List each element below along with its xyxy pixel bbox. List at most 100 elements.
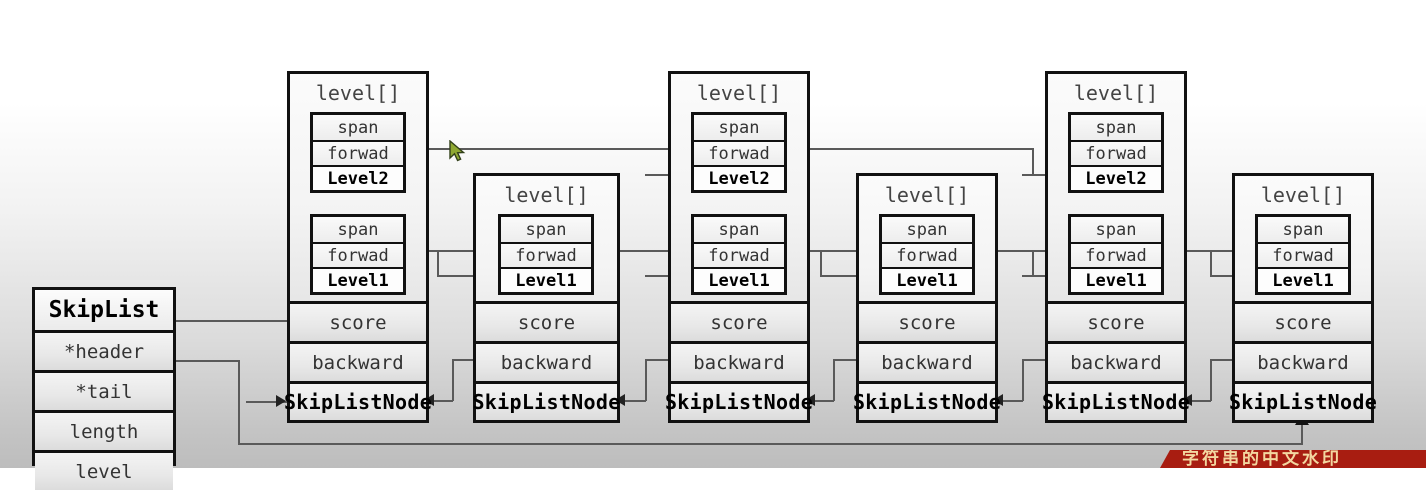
conn-tail-h1 (176, 360, 240, 362)
skiplistnode-4: level[] span forwad Level1 score backwar… (853, 173, 1001, 423)
conn-l1-n1-n2-h2 (437, 275, 492, 277)
node6-type: SkipListNode (1229, 381, 1377, 420)
conn-tail-v1 (238, 360, 240, 444)
watermark-text: 字符串的中文水印 (1182, 450, 1342, 468)
node2-level1-block: span forwad Level1 (498, 214, 594, 295)
skiplistnode-5: level[] span forwad Level2 span forwad L… (1042, 71, 1190, 423)
node1-l1-span: span (313, 217, 403, 242)
node1-l1-forward: forwad (313, 242, 403, 267)
conn-bw-n4-n3-h1 (833, 359, 860, 361)
conn-l1-n4-n5-h2 (1022, 275, 1062, 277)
skiplistnode-3: level[] span forwad Level2 span forwad L… (665, 71, 813, 423)
conn-l1-n5-n6 (1167, 250, 1252, 252)
conn-bw-n3-n2-h1 (645, 359, 672, 361)
conn-l1-n3-n4-v (820, 250, 822, 276)
node5-type: SkipListNode (1042, 381, 1190, 420)
conn-l1-n1-n2 (410, 250, 495, 252)
node5-score: score (1048, 301, 1184, 341)
conn-l1-n5-n6-v (1210, 250, 1212, 276)
conn-bw-n2-n1-arrow (424, 394, 434, 406)
conn-bw-n5-n4-arrow (993, 394, 1003, 406)
node5-level1-block: span forwad Level1 (1068, 214, 1164, 295)
node6-score: score (1235, 301, 1371, 341)
conn-l1-n2-n3 (600, 250, 685, 252)
conn-l2-n3-n5-h2 (1022, 174, 1062, 176)
node5-backward: backward (1048, 341, 1184, 381)
node3-l1-level: Level1 (694, 267, 784, 292)
conn-header-h2 (246, 401, 295, 403)
node3-level2-block: span forwad Level2 (691, 112, 787, 193)
conn-l1-n2-n3-h2 (645, 275, 685, 277)
skiplist-field-length: length (35, 410, 173, 450)
node5-l1-level: Level1 (1071, 267, 1161, 292)
node6-level1-block: span forwad Level1 (1255, 214, 1351, 295)
node3-l1-forward: forwad (694, 242, 784, 267)
node6-l1-level: Level1 (1258, 267, 1348, 292)
watermark-banner: 字符串的中文水印 (1160, 450, 1426, 468)
conn-bw-n5-n4-h1 (1022, 359, 1049, 361)
node4-l1-span: span (882, 217, 972, 242)
node3-level1-block: span forwad Level1 (691, 214, 787, 295)
conn-bw-n6-n5-h1 (1210, 359, 1236, 361)
conn-bw-n3-n2-h2 (625, 400, 646, 402)
conn-l1-n3-n4 (790, 250, 875, 252)
node3-l2-level: Level2 (694, 165, 784, 190)
conn-bw-n2-n1-h1 (452, 359, 477, 361)
node3-backward: backward (671, 341, 807, 381)
node1-level2-block: span forwad Level2 (310, 112, 406, 193)
node3-level-array-label: level[] (696, 81, 782, 105)
conn-l2-n3-n5-v (1032, 148, 1034, 175)
node5-l2-forward: forwad (1071, 140, 1161, 165)
node1-level1-block: span forwad Level1 (310, 214, 406, 295)
node4-l1-forward: forwad (882, 242, 972, 267)
conn-bw-n3-n2-v (645, 359, 647, 401)
conn-bw-n2-n1-v (452, 359, 454, 401)
conn-bw-n5-n4-v (1022, 359, 1024, 401)
node1-type: SkipListNode (284, 381, 432, 420)
node4-level1-block: span forwad Level1 (879, 214, 975, 295)
conn-header-arrow (276, 395, 286, 407)
skiplist-field-tail: *tail (35, 370, 173, 410)
node6-level-array-label: level[] (1260, 183, 1346, 207)
mouse-pointer-icon (449, 140, 466, 162)
node4-level-array-label: level[] (884, 183, 970, 207)
skiplist-struct-box: SkipList *header *tail length level (32, 287, 176, 490)
skiplist-field-level: level (35, 450, 173, 490)
node1-level-array-label: level[] (315, 81, 401, 105)
node5-l1-span: span (1071, 217, 1161, 242)
conn-bw-n2-n1-h2 (434, 400, 453, 402)
node5-l1-forward: forwad (1071, 242, 1161, 267)
conn-l2-n1-n3 (410, 148, 685, 150)
conn-l1-n3-n4-h2 (820, 275, 875, 277)
conn-tail-h2 (238, 443, 1303, 445)
skiplistnode-2: level[] span forwad Level1 score backwar… (472, 173, 620, 423)
node3-score: score (671, 301, 807, 341)
node3-l2-span: span (694, 115, 784, 140)
node4-score: score (859, 301, 995, 341)
node2-l1-level: Level1 (501, 267, 591, 292)
conn-tail-v2 (1301, 424, 1303, 444)
node5-level-array-label: level[] (1073, 81, 1159, 105)
skiplist-title: SkipList (35, 290, 173, 330)
node6-l1-span: span (1258, 217, 1348, 242)
node2-backward: backward (476, 341, 617, 381)
node1-backward: backward (290, 341, 426, 381)
node3-l2-forward: forwad (694, 140, 784, 165)
conn-bw-n3-n2-arrow (615, 394, 625, 406)
skiplist-field-header: *header (35, 330, 173, 370)
conn-bw-n4-n3-arrow (805, 394, 815, 406)
conn-bw-n4-n3-v (833, 359, 835, 401)
node4-backward: backward (859, 341, 995, 381)
conn-bw-n5-n4-h2 (1003, 400, 1023, 402)
skiplistnode-1: level[] span forwad Level2 span forwad L… (284, 71, 432, 423)
diagram-canvas: SkipList *header *tail length level leve… (32, 71, 1426, 490)
conn-header-h1 (176, 320, 295, 322)
node1-score: score (290, 301, 426, 341)
node3-l1-span: span (694, 217, 784, 242)
node3-type: SkipListNode (665, 381, 813, 420)
conn-bw-n6-n5-v (1210, 359, 1212, 401)
node4-l1-level: Level1 (882, 267, 972, 292)
node1-l2-span: span (313, 115, 403, 140)
conn-l1-n5-n6-h2 (1210, 275, 1252, 277)
conn-l1-n1-n2-v (437, 250, 439, 276)
